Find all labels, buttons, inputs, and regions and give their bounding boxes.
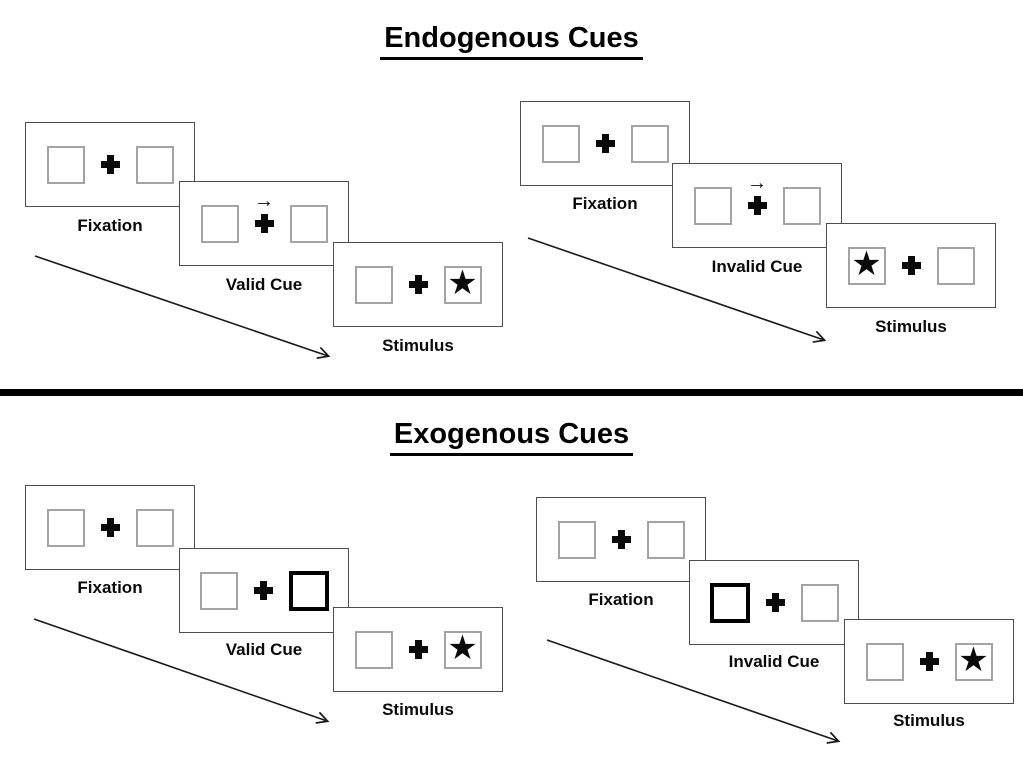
left-placeholder-box: [693, 186, 732, 225]
right-placeholder-box: [630, 124, 669, 163]
fixation-card: [25, 122, 195, 207]
left-placeholder-box: [354, 630, 393, 669]
fixation-cross-icon: [408, 640, 428, 659]
left-placeholder-box: [46, 508, 85, 547]
card-label: Valid Cue: [225, 275, 303, 294]
target-star-icon: ★: [851, 245, 882, 283]
peripheral-cue-box: [709, 582, 750, 623]
timeline-arrow: [34, 255, 331, 359]
invalid-cue-card: →: [672, 163, 842, 248]
right-placeholder-box: [135, 145, 174, 184]
left-placeholder-box: [200, 204, 239, 243]
left-placeholder-box: [541, 124, 580, 163]
target-box: ★: [954, 641, 993, 681]
card-label: Invalid Cue: [728, 652, 820, 671]
fixation-card: [520, 101, 690, 186]
left-placeholder-box: [199, 571, 238, 610]
central-cue: →: [747, 173, 767, 215]
left-placeholder-box: [557, 520, 596, 559]
fixation-card: [536, 497, 706, 582]
target-box: ★: [443, 264, 482, 304]
left-placeholder-box: [865, 642, 904, 681]
fixation-cross-icon: [901, 256, 921, 275]
stimulus-card: ★: [333, 607, 503, 692]
target-star-icon: ★: [447, 629, 478, 667]
card-label: Fixation: [588, 590, 654, 609]
fixation-cross-icon: [254, 214, 274, 233]
section-title-exogenous: Exogenous Cues: [0, 418, 1023, 457]
stimulus-card: ★: [333, 242, 503, 327]
fixation-cross-icon: [611, 530, 631, 549]
fixation-cross-icon: [100, 155, 120, 174]
right-placeholder-box: [936, 246, 975, 285]
fixation-cross-icon: [408, 275, 428, 294]
card-label: Stimulus: [382, 336, 454, 355]
left-placeholder-box: [46, 145, 85, 184]
target-star-icon: ★: [447, 264, 478, 302]
right-placeholder-box: [135, 508, 174, 547]
fixation-cross-icon: [100, 518, 120, 537]
right-placeholder-box: [782, 186, 821, 225]
fixation-card: [25, 485, 195, 570]
peripheral-cue-box: [288, 570, 329, 611]
fixation-cross-icon: [919, 652, 939, 671]
valid-cue-card: →: [179, 181, 349, 266]
card-label: Valid Cue: [225, 640, 303, 659]
fixation-cross-icon: [765, 593, 785, 612]
card-label: Fixation: [77, 578, 143, 597]
section-title-text: Endogenous Cues: [380, 22, 643, 61]
fixation-cross-icon: [595, 134, 615, 153]
right-placeholder-box: [800, 583, 839, 622]
section-divider: [0, 389, 1023, 396]
right-placeholder-box: [289, 204, 328, 243]
card-label: Stimulus: [875, 317, 947, 336]
fixation-cross-icon: [253, 581, 273, 600]
fixation-cross-icon: [747, 196, 767, 215]
invalid-cue-card: [689, 560, 859, 645]
card-label: Stimulus: [382, 700, 454, 719]
left-placeholder-box: [354, 265, 393, 304]
stimulus-card: ★: [844, 619, 1014, 704]
central-cue: →: [254, 191, 274, 233]
card-label: Fixation: [572, 194, 638, 213]
target-box: ★: [443, 629, 482, 669]
target-box: ★: [847, 245, 886, 285]
valid-cue-card: [179, 548, 349, 633]
timeline-arrow: [527, 237, 827, 343]
right-placeholder-box: [646, 520, 685, 559]
timeline-arrow: [33, 618, 330, 724]
cue-arrow-icon: →: [254, 190, 274, 212]
card-label: Fixation: [77, 216, 143, 235]
section-title-text: Exogenous Cues: [389, 418, 634, 457]
stimulus-card: ★: [826, 223, 996, 308]
cue-arrow-icon: →: [747, 172, 767, 194]
card-label: Stimulus: [893, 711, 965, 730]
section-title-endogenous: Endogenous Cues: [0, 22, 1023, 61]
card-label: Invalid Cue: [711, 257, 803, 276]
target-star-icon: ★: [958, 641, 989, 679]
